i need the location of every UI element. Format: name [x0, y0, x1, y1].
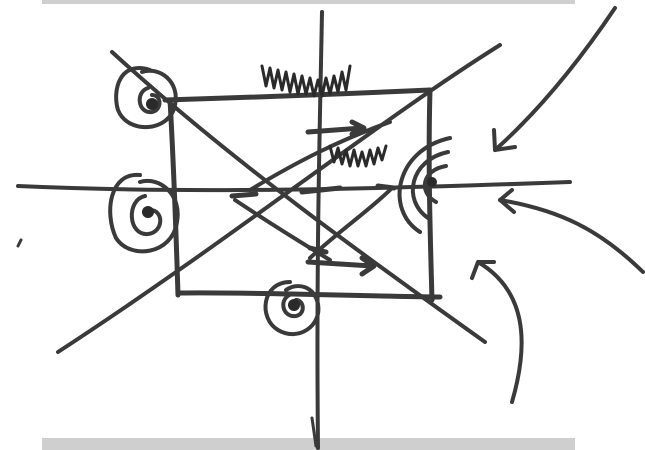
spiral-left-middle: [110, 175, 178, 252]
frame-bottom-edge: [178, 293, 440, 297]
spiral-bottom: [266, 282, 319, 334]
inner-arrow-right: [378, 186, 394, 188]
arrow-top-right-shaft: [495, 8, 615, 150]
spiral-top-left-dot: [146, 98, 158, 110]
inner-arrow-left: [232, 194, 256, 196]
arrow-right-shaft: [500, 200, 643, 272]
stray-mark-left: [18, 240, 21, 246]
vertical-axis-line: [317, 12, 322, 448]
scribble-top: [262, 66, 350, 96]
stray-mark-bottom-center: [312, 418, 316, 446]
spiral-left-dot: [142, 206, 154, 218]
arc-center-dot: [427, 177, 437, 187]
inner-arrow-top: [308, 122, 364, 134]
spiral-bottom-dot: [288, 299, 300, 311]
inner-arrows: [232, 122, 394, 274]
arrow-bottom-right-shaft: [478, 262, 522, 402]
stray-marks: [18, 240, 316, 446]
outer-arrows: [472, 8, 643, 402]
